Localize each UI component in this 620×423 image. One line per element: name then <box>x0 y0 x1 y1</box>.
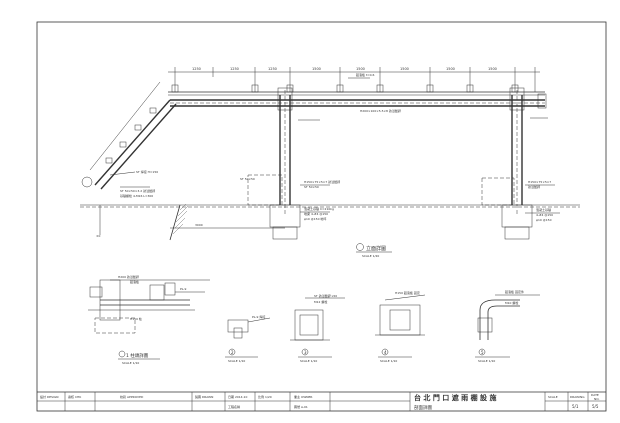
svg-text:M10 螺栓: M10 螺栓 <box>505 300 518 305</box>
svg-text:1500: 1500 <box>488 67 497 71</box>
detail-3: ST 熱浸鍍鋅 L50 M12 螺栓 3 SCALE 1/10 <box>290 293 345 363</box>
drawing-subtitle: 剖面詳圖 <box>414 404 432 411</box>
svg-text:地梁 4-#4 @150: 地梁 4-#4 @150 <box>304 211 328 216</box>
value-drawing: 5/1 <box>572 404 579 409</box>
svg-text:比例 1/20: 比例 1/20 <box>258 394 272 399</box>
sheet-border <box>36 21 607 412</box>
detail-4-scale: SCALE 1/10 <box>380 359 397 363</box>
label-drawing: DRAWING <box>570 395 585 399</box>
title-block: 設計 DESIGN 審核 CHK 校對 APPROVED 製圖 DRAWN 日期… <box>37 391 606 411</box>
svg-text:鋁浪板 t=0.6: 鋁浪板 t=0.6 <box>356 72 375 77</box>
svg-text:ST 50×50: ST 50×50 <box>240 177 255 181</box>
svg-text:日期 2014.10: 日期 2014.10 <box>228 394 247 399</box>
svg-text:1250: 1250 <box>268 67 277 71</box>
svg-text:H200 熱浸鍍鋅: H200 熱浸鍍鋅 <box>118 274 139 279</box>
label-no: NO. <box>594 397 599 401</box>
svg-text:業主 OWNER: 業主 OWNER <box>294 394 313 399</box>
label-date: DATE <box>591 393 599 397</box>
svg-text:PL-9: PL-9 <box>180 287 187 291</box>
detail-3-scale: SCALE 1/10 <box>300 359 317 363</box>
detail-1-scale: SCALE 1/10 <box>122 361 139 365</box>
svg-text:設計 DESIGN: 設計 DESIGN <box>40 394 59 399</box>
main-view-scale: SCALE 1/20 <box>362 254 379 258</box>
svg-text:H200×100×5.5×8 熱浸鍍鋅: H200×100×5.5×8 熱浸鍍鋅 <box>360 108 401 113</box>
svg-text:鋁浪板: 鋁浪板 <box>130 279 139 284</box>
detail-5-label: 5 <box>481 350 484 355</box>
detail-3-label: 3 <box>304 350 307 355</box>
svg-text:M12 螺栓: M12 螺栓 <box>314 299 327 304</box>
detail-4: H150 鋁浪板 固定 4 SCALE 1/10 <box>375 290 426 363</box>
svg-text:ST 50×50: ST 50×50 <box>304 185 319 189</box>
detail-1-label: 1 柱頭詳圖 <box>126 352 149 359</box>
svg-text:ST 熱浸鍍鋅 L50: ST 熱浸鍍鋅 L50 <box>314 293 337 298</box>
svg-text:1250: 1250 <box>230 67 239 71</box>
svg-text:H150×75×5×7: H150×75×5×7 <box>528 180 551 184</box>
svg-text:3000: 3000 <box>195 223 203 227</box>
svg-text:4-#4 @150: 4-#4 @150 <box>536 213 553 217</box>
svg-text:校對 APPROVED: 校對 APPROVED <box>120 394 144 399</box>
project-title: 台 北 門 口 遮 雨 棚 設 施 <box>414 393 497 402</box>
svg-text:審核 CHK: 審核 CHK <box>68 394 82 399</box>
svg-text:鋁浪板 固定件: 鋁浪板 固定件 <box>505 289 524 294</box>
svg-text:PL-9 焊接: PL-9 焊接 <box>252 314 265 319</box>
svg-text:1500: 1500 <box>400 67 409 71</box>
detail-1: H200 熱浸鍍鋅 PL-9 H150 柱 鋁浪板 1 柱頭詳圖 SCALE 1… <box>88 274 210 365</box>
svg-text:混凝土基礎: 混凝土基礎 <box>536 207 551 212</box>
svg-text:1500: 1500 <box>356 67 365 71</box>
svg-text:ST 50×50×3.2 熱浸鍍鋅: ST 50×50×3.2 熱浸鍍鋅 <box>120 188 155 193</box>
svg-text:製圖 DRAWN: 製圖 DRAWN <box>195 394 213 399</box>
detail-5-scale: SCALE 1/10 <box>478 359 495 363</box>
svg-text:H150 鋁浪板 固定: H150 鋁浪板 固定 <box>395 290 420 295</box>
main-elevation: 1250 1250 1250 1500 1500 1500 1500 1500 <box>80 67 580 258</box>
svg-text:ST 焊接 H=150: ST 焊接 H=150 <box>136 169 158 174</box>
label-scale: SCALE <box>548 395 558 399</box>
svg-text:±0: ±0 <box>96 234 101 238</box>
detail-5: 鋁浪板 固定件 M10 螺栓 5 SCALE 1/10 <box>475 289 540 363</box>
svg-text:φ10 @150: φ10 @150 <box>536 218 552 222</box>
svg-text:φ10 @150 地坪: φ10 @150 地坪 <box>304 216 326 221</box>
detail-2: PL-9 焊接 2 SCALE 1/10 <box>225 314 271 363</box>
svg-text:1500: 1500 <box>446 67 455 71</box>
value-sheet: 5/5 <box>592 404 599 409</box>
svg-text:1500: 1500 <box>312 67 321 71</box>
svg-text:圖號 A-01: 圖號 A-01 <box>294 404 308 409</box>
detail-2-label: 2 <box>231 350 234 355</box>
svg-text:1250: 1250 <box>192 67 201 71</box>
detail-2-scale: SCALE 1/10 <box>228 359 245 363</box>
svg-text:H150 柱: H150 柱 <box>130 316 142 321</box>
svg-text:H150×75×5×7 熱浸鍍鋅: H150×75×5×7 熱浸鍍鋅 <box>304 179 340 184</box>
svg-text:工程名稱: 工程名稱 <box>228 404 240 409</box>
svg-text:混凝土基礎 C=210kg: 混凝土基礎 C=210kg <box>304 206 334 211</box>
main-view-label: 立面詳圖 <box>366 245 386 252</box>
detail-4-label: 4 <box>384 350 387 355</box>
svg-text:基礎螺栓 4-M16 L=300: 基礎螺栓 4-M16 L=300 <box>120 193 153 198</box>
svg-text:熱浸鍍鋅: 熱浸鍍鋅 <box>528 184 540 189</box>
